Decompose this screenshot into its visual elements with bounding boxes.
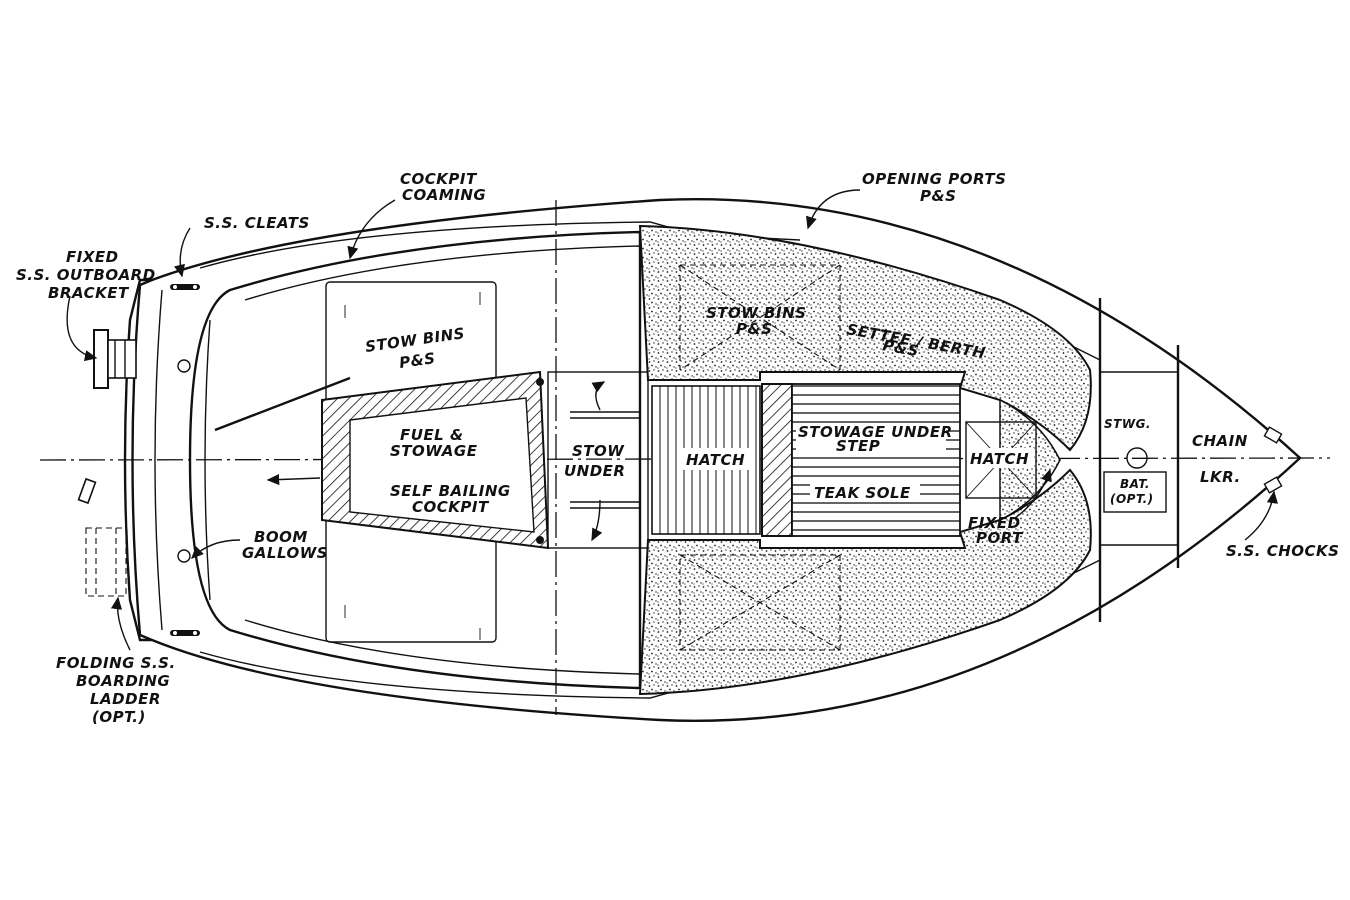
svg-text:COAMING: COAMING (402, 186, 486, 204)
hull-outline (123, 198, 1302, 722)
svg-text:PORT: PORT (976, 529, 1024, 547)
svg-text:FIXED: FIXED (66, 248, 119, 266)
label-chain-locker: CHAIN LKR. (1192, 432, 1248, 486)
svg-text:CHAIN: CHAIN (1192, 432, 1248, 450)
boom-gallows-port (177, 359, 191, 373)
self-bailing-cockpit (321, 370, 550, 550)
svg-text:GALLOWS: GALLOWS (242, 544, 328, 562)
label-stwg: STWG. (1104, 417, 1151, 431)
boarding-ladder (77, 477, 127, 597)
label-outboard-bracket: FIXED S.S. OUTBOARD BRACKET (16, 248, 156, 302)
label-ss-cleats: S.S. CLEATS (204, 214, 310, 232)
svg-text:S.S. OUTBOARD: S.S. OUTBOARD (16, 266, 156, 284)
svg-text:OPENING PORTS: OPENING PORTS (862, 170, 1006, 188)
hatch-aft (651, 385, 761, 535)
label-ss-chocks: S.S. CHOCKS (1226, 542, 1339, 560)
svg-text:STOW BINS: STOW BINS (706, 304, 806, 322)
svg-text:(OPT.): (OPT.) (1110, 492, 1154, 506)
svg-text:STOWAGE UNDER: STOWAGE UNDER (798, 423, 953, 441)
svg-text:P&S: P&S (920, 187, 956, 205)
svg-text:FOLDING S.S.: FOLDING S.S. (56, 654, 176, 672)
svg-text:FUEL &: FUEL & (400, 426, 464, 444)
ss-chock-starboard (1263, 476, 1283, 494)
ss-cleat-port (170, 284, 200, 290)
step-area (547, 371, 649, 549)
svg-text:UNDER: UNDER (564, 462, 625, 480)
label-stowage-under-step: STOWAGE UNDER STEP (798, 423, 953, 455)
svg-text:COCKPIT: COCKPIT (400, 170, 478, 188)
label-self-bailing-cockpit: SELF BAILING COCKPIT (390, 482, 511, 516)
svg-text:STOWAGE: STOWAGE (390, 442, 478, 460)
svg-text:BAT.: BAT. (1120, 477, 1150, 491)
label-fuel-stowage: FUEL & STOWAGE (390, 426, 478, 460)
svg-text:LADDER: LADDER (90, 690, 161, 708)
svg-text:BOOM: BOOM (254, 528, 308, 546)
boom-gallows-starboard (177, 549, 191, 563)
svg-text:BRACKET: BRACKET (48, 284, 130, 302)
teak-sole (761, 383, 961, 537)
label-opening-ports: OPENING PORTS P&S (862, 170, 1006, 205)
label-battery: BAT. (OPT.) (1110, 477, 1154, 506)
label-boom-gallows: BOOM GALLOWS (242, 528, 328, 562)
label-stow-bins-aft: STOW BINS P&S (364, 324, 466, 372)
label-hatch-aft: HATCH (686, 451, 745, 469)
chain-pipe (1126, 447, 1148, 469)
svg-text:STOW: STOW (572, 442, 625, 460)
svg-text:FIXED: FIXED (968, 514, 1021, 532)
battery-box (1103, 471, 1167, 513)
svg-text:SELF BAILING: SELF BAILING (390, 482, 511, 500)
label-boarding-ladder: FOLDING S.S. BOARDING LADDER (OPT.) (56, 654, 176, 726)
svg-text:P&S: P&S (398, 349, 437, 372)
svg-text:COCKPIT: COCKPIT (412, 498, 490, 516)
svg-text:(OPT.): (OPT.) (92, 708, 146, 726)
svg-text:STEP: STEP (836, 437, 880, 455)
label-hatch-fwd: HATCH (970, 450, 1029, 468)
outboard-bracket (93, 329, 137, 389)
hatch-forward (965, 421, 1037, 499)
label-stow-under: STOW UNDER (564, 442, 625, 480)
label-fixed-port: FIXED PORT (968, 514, 1024, 547)
leader-lines (66, 189, 1278, 651)
ss-chock-port (1263, 426, 1283, 444)
svg-text:LKR.: LKR. (1200, 468, 1241, 486)
label-teak-sole: TEAK SOLE (814, 484, 911, 502)
ss-cleat-starboard (170, 630, 200, 636)
label-cockpit-coaming: COCKPIT COAMING (400, 170, 486, 204)
svg-text:BOARDING: BOARDING (76, 672, 170, 690)
svg-text:P&S: P&S (736, 320, 772, 338)
label-stow-bins-fwd: STOW BINS P&S (706, 304, 806, 338)
